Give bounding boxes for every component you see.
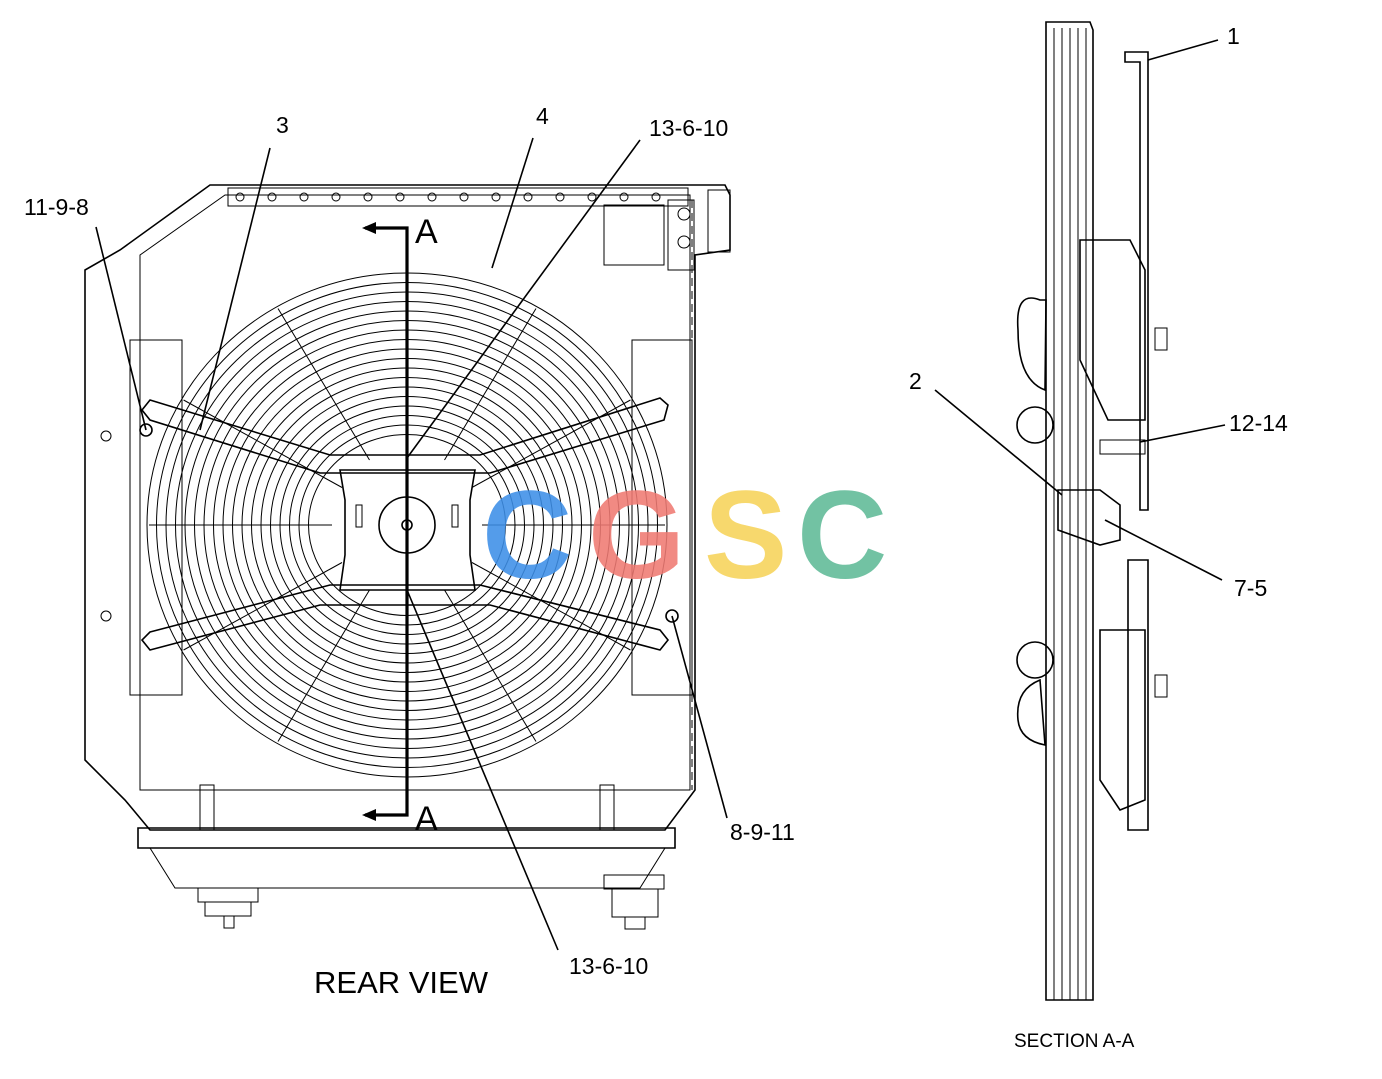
watermark-letter: S — [704, 466, 787, 605]
right-foot-post — [599, 784, 615, 831]
callout-leaders — [95, 39, 1226, 951]
bracket-12-14 — [1099, 439, 1146, 455]
leader-8-9-11 — [671, 615, 728, 819]
left-foot-post — [199, 784, 215, 831]
leader-11-9-8 — [95, 226, 147, 431]
leader-3 — [199, 147, 271, 431]
rear-view-title: REAR VIEW — [314, 965, 489, 1000]
bolt-hole — [363, 192, 373, 202]
callout-4: 4 — [536, 103, 549, 129]
callout-11-9-8: 11-9-8 — [24, 194, 89, 220]
top-bolt-strip — [227, 187, 689, 207]
guard-spoke — [277, 308, 370, 461]
bolt-hole — [331, 192, 341, 202]
section-cut-line — [365, 226, 409, 817]
section-view-title: SECTION A-A — [1014, 1031, 1135, 1052]
top-right-plate-edge — [667, 199, 695, 271]
guard-spoke — [277, 589, 370, 742]
shroud-tube-bottom — [1016, 641, 1054, 679]
leader-2 — [934, 389, 1063, 496]
watermark-letter: C — [482, 466, 572, 605]
top-right-plate — [603, 204, 665, 266]
hub-slot-left — [355, 504, 363, 528]
bolt-hole — [299, 192, 309, 202]
section-marker-bottom: A — [415, 800, 438, 838]
radiator-frame — [84, 184, 731, 831]
callout-2: 2 — [909, 368, 922, 394]
bolt-hole — [427, 192, 437, 202]
guard-outer-lower — [1127, 559, 1149, 831]
guard-spoke — [183, 562, 343, 651]
callout-1: 1 — [1227, 23, 1240, 49]
rear-view-drawing: A A REAR VIEW — [84, 184, 731, 1000]
bolt-hole — [491, 192, 501, 202]
leader-13-6-10-top — [406, 139, 641, 459]
bolt-hole — [523, 192, 533, 202]
section-a-a-drawing: SECTION A-A — [1014, 21, 1168, 1052]
section-arrow-top — [362, 222, 376, 234]
callout-12-14: 12-14 — [1229, 410, 1288, 436]
radiator-frame-inner — [139, 194, 691, 791]
leader-12-14 — [1139, 424, 1226, 443]
left-isolator-mount — [197, 887, 259, 929]
base-rail-lower — [149, 847, 666, 889]
base-rail — [137, 827, 676, 849]
bolt-hole — [619, 192, 629, 202]
guard-spoke — [183, 399, 343, 488]
bolt-hole — [459, 192, 469, 202]
right-bracket — [631, 339, 693, 696]
callout-labels: 11-9-8 3 4 13-6-10 13-6-10 8-9-11 1 2 12… — [24, 23, 1288, 979]
frame-hole — [100, 610, 112, 622]
guard-outer — [1124, 51, 1149, 511]
bolt-hole — [395, 192, 405, 202]
core-outer-plate — [1045, 21, 1094, 1001]
bolt-lower — [1154, 674, 1168, 698]
shroud-bottom — [1016, 678, 1046, 746]
callout-13-6-10-bottom: 13-6-10 — [569, 953, 648, 979]
guard-spoke — [444, 589, 537, 742]
shroud-tube-top — [1016, 406, 1054, 444]
bolt-hole — [555, 192, 565, 202]
bolt-hole — [587, 192, 597, 202]
frame-hole — [677, 207, 691, 221]
lower-brace-bar — [140, 584, 670, 651]
top-right-tab — [707, 189, 731, 253]
upper-brace-bar — [140, 397, 669, 474]
hub-assembly — [1057, 489, 1121, 546]
frame-hole — [100, 430, 112, 442]
leader-4 — [491, 137, 534, 269]
bolt-upper — [1154, 327, 1168, 351]
bolt-hole — [235, 192, 245, 202]
shroud-top — [1016, 297, 1047, 392]
guard-spoke — [444, 308, 537, 461]
cgsc-watermark: C G S C — [482, 466, 887, 605]
leader-7-5 — [1104, 519, 1223, 581]
hub-plate — [339, 469, 476, 591]
callout-7-5: 7-5 — [1234, 575, 1267, 601]
leader-1 — [1147, 39, 1219, 61]
fan-blade-upper — [1079, 239, 1146, 421]
frame-hole — [677, 235, 691, 249]
bolt-hole — [267, 192, 277, 202]
watermark-letter: G — [588, 466, 685, 605]
leader-13-6-10-bottom — [406, 589, 559, 951]
section-arrow-bottom — [362, 809, 376, 821]
mount-hole-right — [665, 609, 679, 623]
watermark-letter: C — [797, 466, 887, 605]
bolt-hole — [651, 192, 661, 202]
section-marker-top: A — [415, 213, 438, 251]
mount-hole-left — [139, 423, 153, 437]
callout-13-6-10-top: 13-6-10 — [649, 115, 728, 141]
fan-blade-lower — [1099, 629, 1146, 811]
guard-spoke — [471, 399, 631, 488]
callout-8-9-11: 8-9-11 — [730, 819, 795, 845]
left-bracket — [129, 339, 183, 696]
hub-slot-right — [451, 504, 459, 528]
callout-3: 3 — [276, 112, 289, 138]
top-bolt-holes — [235, 192, 661, 202]
right-isolator-mount — [603, 874, 665, 930]
